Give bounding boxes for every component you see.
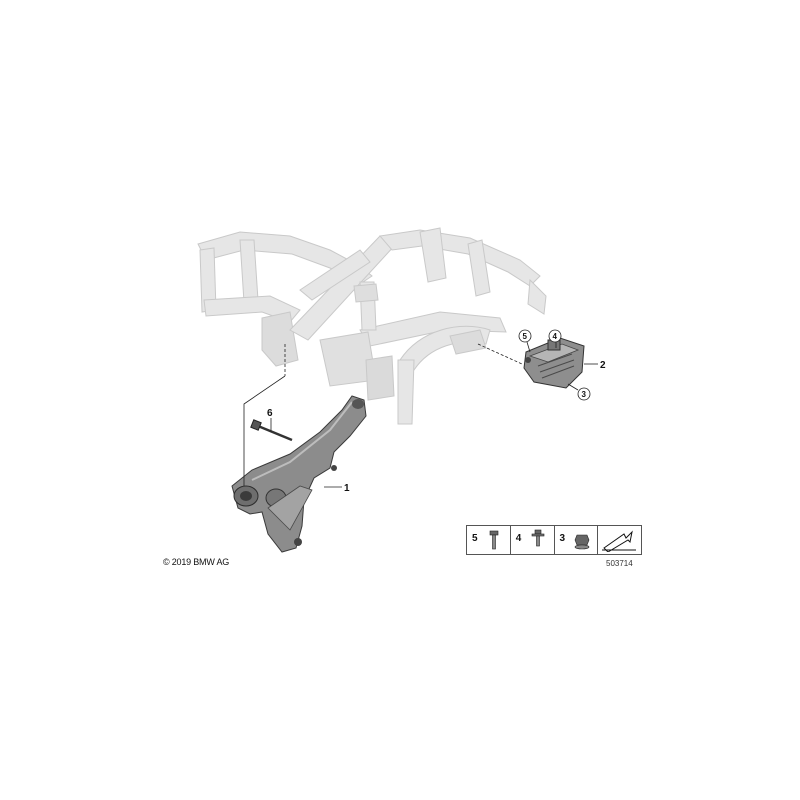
fastener-legend: 5 4 3 (466, 525, 642, 555)
callout-5: 5 (523, 332, 528, 341)
legend-number: 5 (472, 533, 478, 544)
leader-lines (243, 341, 598, 488)
legend-item-4: 4 (511, 526, 555, 554)
legend-number: 3 (559, 533, 566, 544)
arrow-symbol-icon (602, 530, 637, 552)
callouts: 1 2 6 5 4 3 (267, 329, 606, 494)
bolt-long-icon (489, 530, 499, 550)
legend-item-5: 5 (467, 526, 511, 554)
callout-1: 1 (344, 483, 350, 494)
callout-4: 4 (553, 332, 558, 341)
legend-number: 4 (515, 533, 522, 544)
drawing-number: 503714 (606, 559, 633, 568)
callout-6: 6 (267, 408, 273, 419)
collar-nut-icon (574, 534, 589, 550)
bolt-flange-icon (531, 529, 545, 547)
part-6-bolt (250, 419, 293, 442)
callout-3: 3 (582, 390, 587, 399)
legend-item-arrow (598, 526, 641, 554)
frame-illustration (197, 227, 547, 425)
callout-2: 2 (600, 360, 606, 371)
part-2-mount (523, 337, 585, 389)
copyright-text: © 2019 BMW AG (163, 557, 230, 567)
legend-item-3: 3 (555, 526, 599, 554)
part-1-bracket (231, 395, 367, 553)
